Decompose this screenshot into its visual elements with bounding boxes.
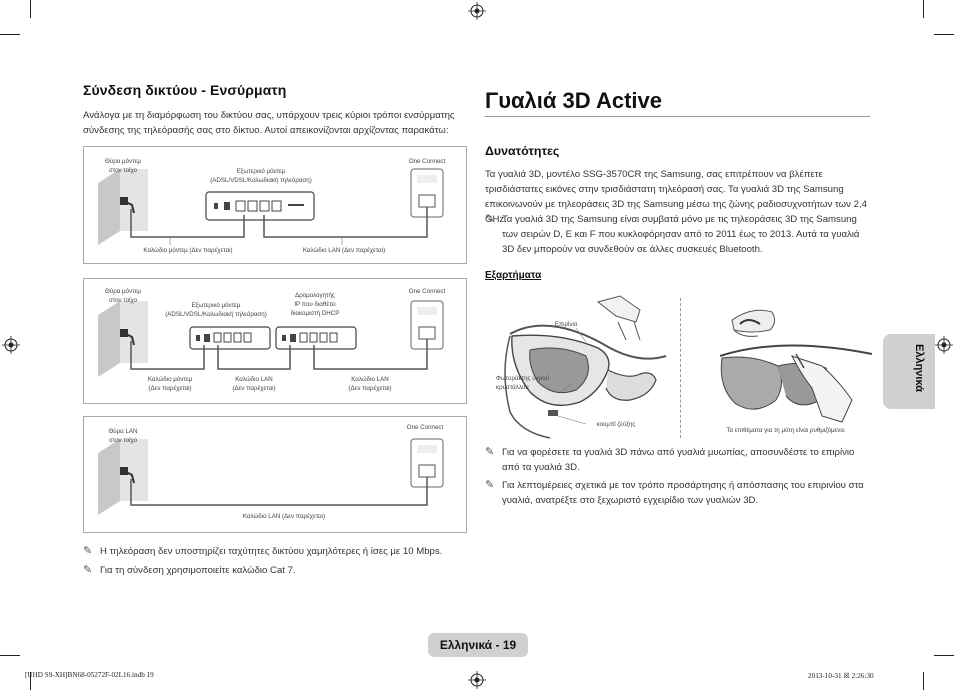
label-one-connect: One Connect — [406, 424, 444, 431]
note-item: ✎ Τα γυαλιά 3D της Samsung είναι συμβατά… — [485, 212, 875, 260]
label-cable-modem: Καλώδιο μόντεμ (Δεν παρέχεται) — [147, 376, 193, 392]
diagram-drawing — [98, 300, 444, 377]
label-photodetector: Φωτοράκτης υγρού κρυστάλλου — [496, 375, 550, 391]
label-router: Δρομολογητής IP που διαθέτει διακομιστή … — [290, 292, 340, 317]
label-cable-modem: Καλώδιο μόντεμ (Δεν παρέχεται) — [143, 247, 233, 254]
label-one-connect: One Connect — [408, 288, 446, 295]
label-adjust-note: Τα επιθέματα για τη μύτη είναι ρυθμιζόμε… — [726, 427, 846, 434]
note-item: ✎ Για να φορέσετε τα γυαλιά 3D πάνω από … — [485, 445, 875, 475]
crop-mark — [923, 0, 924, 18]
note-text: Για λεπτομέρειες σχετικά με τον τρόπο πρ… — [502, 480, 864, 506]
label-cable-lan: Καλώδιο LAN (Δεν παρέχεται) — [232, 376, 276, 392]
note-item: ✎ Για λεπτομέρειες σχετικά με τον τρόπο … — [485, 478, 875, 508]
registration-mark-icon — [468, 671, 486, 689]
page-number: Ελληνικά - 19 — [428, 633, 528, 657]
note-text: Για να φορέσετε τα γυαλιά 3D πάνω από γυ… — [502, 447, 855, 473]
section-heading: Σύνδεση δικτύου - Ενσύρματη — [83, 82, 287, 98]
diagram-drawing — [98, 438, 444, 515]
pencil-note-icon: ✎ — [485, 446, 495, 458]
crop-mark — [30, 672, 31, 690]
registration-mark-icon — [2, 336, 20, 354]
label-cable-lan: Καλώδιο LAN (Δεν παρέχεται) — [348, 376, 392, 392]
pencil-note-icon: ✎ — [83, 545, 93, 557]
label-one-connect: One Connect — [408, 158, 446, 165]
illustration-divider — [680, 298, 681, 438]
network-diagram-lan: Θύρα LAN στον τοίχο One Connect Καλώδιο … — [83, 416, 467, 533]
label-modem: Εξωτερικό μόντεμ (ADSL/VDSL/Καλωδιακή τη… — [210, 168, 312, 184]
intro-paragraph: Ανάλογα με τη διαμόρφωση του δικτύου σας… — [83, 110, 455, 136]
crop-mark — [934, 34, 954, 35]
footer-timestamp: 2013-10-31 ☒ 2:26:30 — [808, 672, 874, 680]
title-divider — [485, 116, 870, 117]
note-item: ✎ Η τηλεόραση δεν υποστηρίζει ταχύτητες … — [83, 544, 473, 559]
glasses-illustration — [504, 295, 667, 439]
crop-mark — [30, 0, 31, 18]
label-modem: Εξωτερικό μόντεμ (ADSL/VDSL/Καλωδιακή τη… — [165, 302, 267, 318]
language-tab-label: Ελληνικά — [913, 344, 925, 392]
registration-mark-icon — [935, 336, 953, 354]
note-text: Για τη σύνδεση χρησιμοποιείτε καλώδιο Ca… — [100, 565, 296, 576]
diagram-drawing — [98, 168, 444, 245]
language-side-tab: Ελληνικά — [883, 334, 935, 409]
network-diagram-router: Θύρα μόντεμ στον τοίχο Εξωτερικό μόντεμ … — [83, 278, 467, 404]
crop-mark — [0, 655, 20, 656]
label-nosepiece: Επιρίνιο — [554, 321, 578, 328]
network-diagram-modem: Θύρα μόντεμ στον τοίχο Εξωτερικό μόντεμ … — [83, 146, 467, 264]
footer-file-info: [UHD S9-XH]BN68-05272F-02L16.indb 19 — [25, 671, 154, 679]
note-text: Η τηλεόραση δεν υποστηρίζει ταχύτητες δι… — [100, 546, 443, 557]
label-cable-lan: Καλώδιο LAN (Δεν παρέχεται) — [302, 247, 386, 254]
features-heading: Δυνατότητες — [485, 144, 560, 158]
label-pairing-button: κουμπί ζεύξης — [596, 421, 636, 428]
crop-mark — [934, 655, 954, 656]
registration-mark-icon — [468, 2, 486, 20]
crop-mark — [0, 34, 20, 35]
note-item: ✎ Για τη σύνδεση χρησιμοποιείτε καλώδιο … — [83, 563, 473, 578]
note-text: Τα γυαλιά 3D της Samsung είναι συμβατά μ… — [502, 214, 860, 255]
crop-mark — [923, 672, 924, 690]
parts-heading: Εξαρτήματα — [485, 270, 542, 281]
label-wall-port: Θύρα μόντεμ στον τοίχο — [105, 288, 141, 304]
page-title: Γυαλιά 3D Active — [485, 88, 662, 113]
features-paragraph: Τα γυαλιά 3D, μοντέλο SSG-3570CR της Sam… — [485, 169, 867, 225]
pencil-note-icon: ✎ — [485, 213, 495, 225]
nose-pad-adjust-illustration — [719, 309, 873, 423]
label-wall-port: Θύρα LAN στον τοίχο — [108, 428, 138, 444]
label-cable-lan: Καλώδιο LAN (Δεν παρέχεται) — [242, 513, 326, 520]
pencil-note-icon: ✎ — [485, 479, 495, 491]
label-wall-port: Θύρα μόντεμ στον τοίχο — [105, 158, 141, 174]
pencil-note-icon: ✎ — [83, 564, 93, 576]
